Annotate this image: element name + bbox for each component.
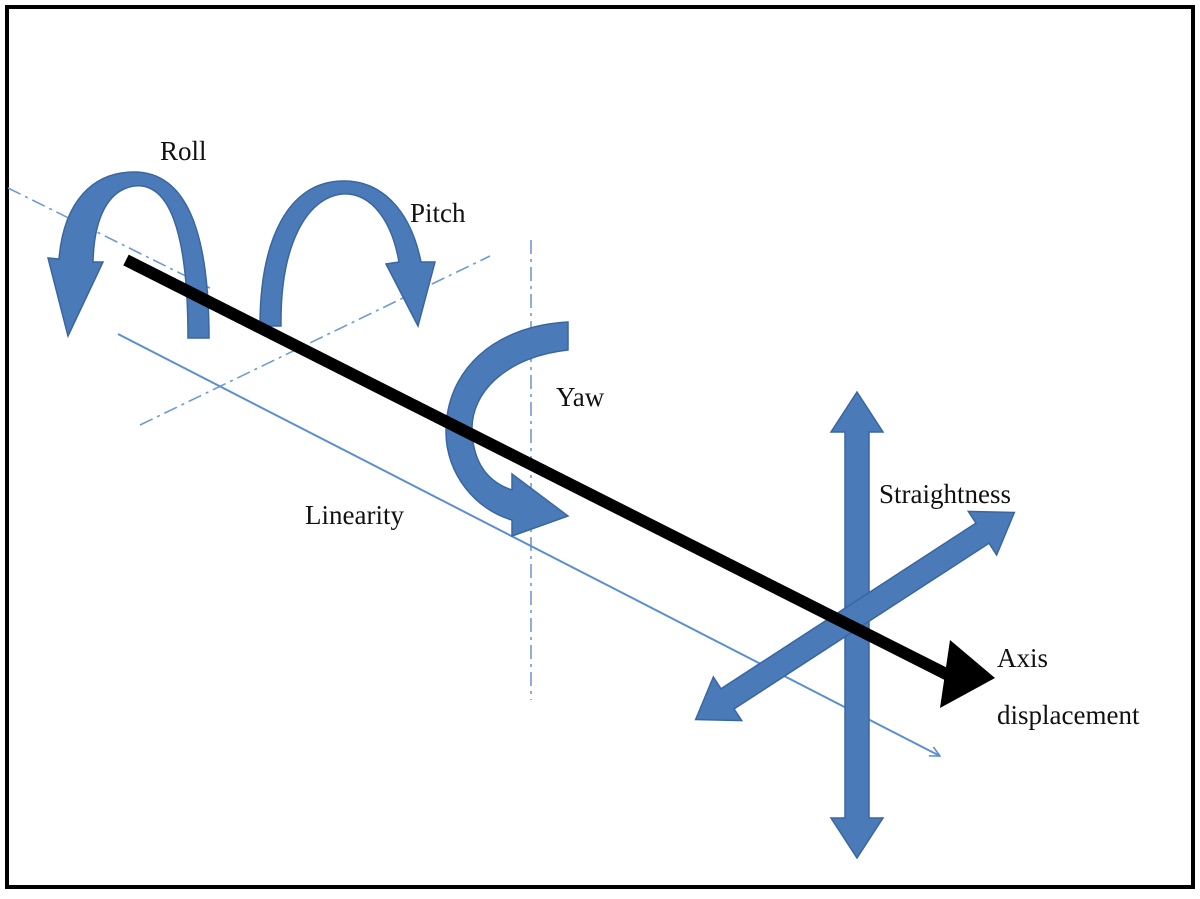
linearity-label: Linearity	[305, 500, 404, 530]
axis-displacement-arrow	[123, 254, 995, 708]
linearity-arrow	[117, 333, 940, 757]
roll-label: Roll	[160, 136, 207, 166]
roll-arrow	[47, 171, 210, 339]
displacement-label: displacement	[997, 700, 1140, 730]
roll-reference-line	[7, 187, 211, 289]
pitch-label: Pitch	[410, 198, 466, 228]
straightness-label: Straightness	[879, 479, 1011, 509]
yaw-label: Yaw	[556, 382, 605, 412]
yaw-arrow	[445, 321, 570, 538]
straightness-diagonal-arrow	[694, 510, 1016, 722]
pitch-arrow	[259, 180, 436, 329]
pitch-reference-line	[139, 255, 491, 426]
frame-border	[5, 5, 1195, 889]
axis-label: Axis	[997, 643, 1048, 673]
